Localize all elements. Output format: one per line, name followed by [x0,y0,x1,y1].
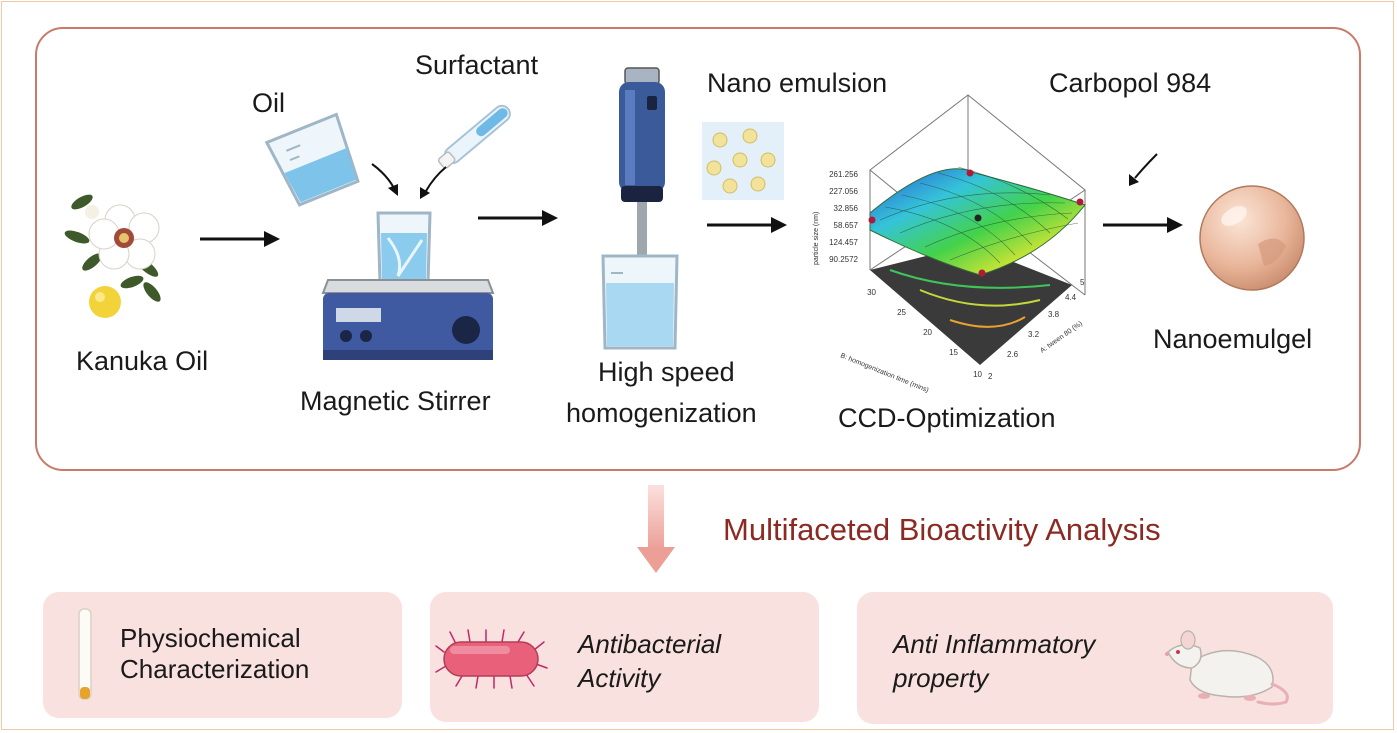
oil-beaker-icon [264,112,360,207]
y-tick: 10 [973,370,982,379]
y-tick: 15 [949,348,958,357]
carbopol-label: Carbopol 984 [1049,68,1212,98]
nano-emulsion-icon [702,122,784,200]
nano-emulsion-label: Nano emulsion [707,68,888,98]
y-tick: 25 [897,308,906,317]
arrow-right-icon [707,217,787,233]
x-tick: 5 [1080,278,1085,287]
kanuka-flower-icon [64,194,161,318]
z-axis-label: particle size (nm) [813,212,820,265]
response-surface-plot: 261.256 227.056 32.856 58.657 124.457 90… [813,94,1086,394]
x-axis-label: A: tween 80 (%) [1039,320,1084,354]
nanoemulgel-label: Nanoemulgel [1153,324,1313,354]
z-tick: 58.657 [834,221,859,230]
z-tick: 90.2572 [829,255,858,264]
oil-label: Oil [252,88,285,118]
kanuka-oil-label: Kanuka Oil [76,346,209,376]
process-panel [35,27,1361,471]
y-tick: 30 [867,288,876,297]
high-speed-label: High speed [598,357,735,387]
x-tick: 3.8 [1048,310,1060,319]
x-tick: 2.6 [1007,350,1019,359]
z-tick: 261.256 [829,170,858,179]
nanoemulgel-sphere-icon [1199,185,1305,291]
x-tick: 2 [988,372,993,381]
x-tick: 3.2 [1028,330,1040,339]
z-tick: 124.457 [829,238,858,247]
x-tick: 4.4 [1065,293,1077,302]
arrow-down-left-icon [1129,153,1158,186]
magnetic-stirrer-label: Magnetic Stirrer [300,386,491,416]
test-tube-icon [78,608,92,700]
y-tick: 20 [923,328,932,337]
z-tick: 32.856 [834,204,859,213]
arrow-down-right-icon [420,166,447,199]
card-physiochemical [43,592,402,718]
card-antibacterial-line1: Antibacterial [578,629,722,659]
surfactant-label: Surfactant [415,50,539,80]
card-anti-inflammatory-line2: property [893,663,989,693]
z-tick: 227.056 [829,187,858,196]
card-antibacterial-line2: Activity [578,663,661,693]
arrow-down-left-icon [371,163,398,196]
card-physiochemical-line1: Physiochemical [120,623,301,653]
ccd-optimization-label: CCD-Optimization [838,403,1056,433]
homogenizer-icon [601,67,679,350]
arrow-right-icon [200,231,280,247]
card-anti-inflammatory-line1: Anti Inflammatory [893,629,1096,659]
card-physiochemical-line2: Characterization [120,654,310,684]
pipette-icon [437,104,511,169]
bacteria-icon [435,629,548,689]
arrow-right-icon [1103,217,1183,233]
magnetic-stirrer-icon [321,211,495,360]
homogenization-label: homogenization [566,398,757,428]
arrow-right-icon [478,210,558,226]
analysis-title: Multifaceted Bioactivity Analysis [723,512,1161,547]
rat-icon [1165,630,1289,706]
arrow-down-icon [637,485,675,573]
